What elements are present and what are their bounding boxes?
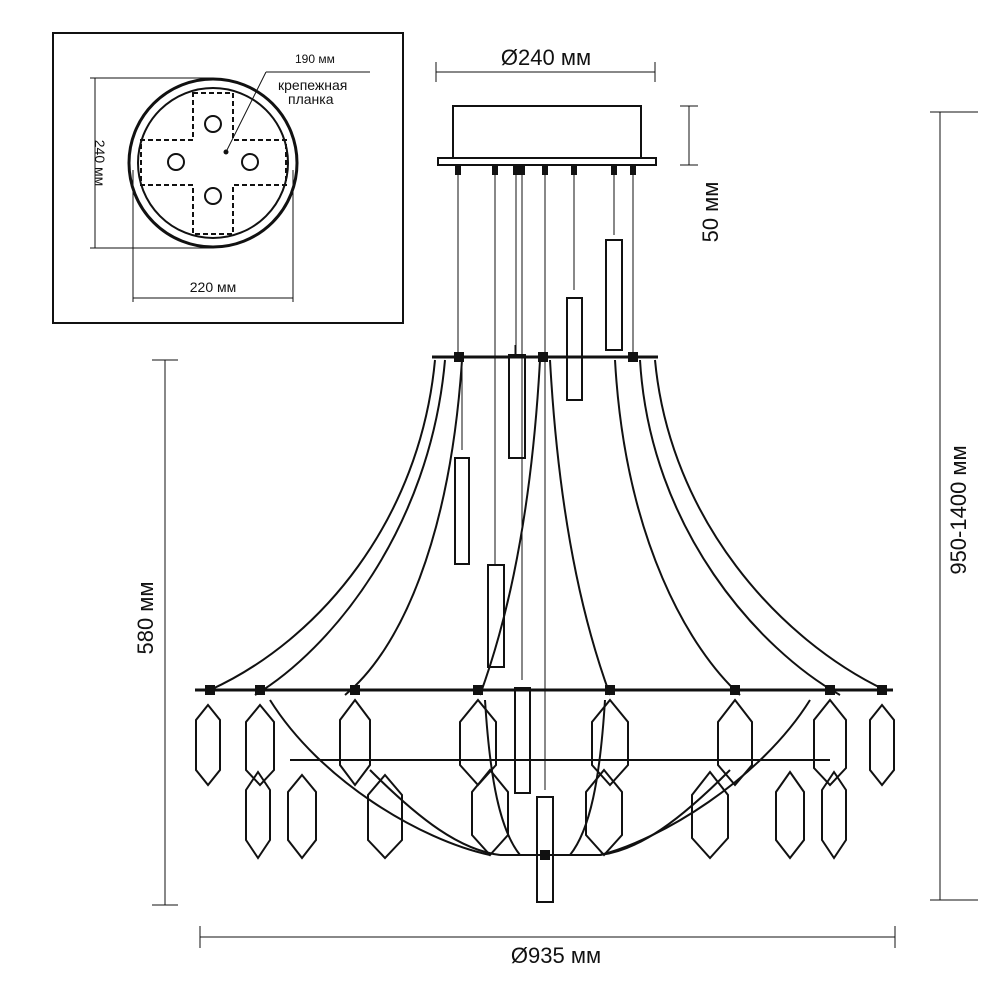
total-height-label: 950-1400 мм [946,445,971,574]
canopy-plate [437,157,657,166]
top-diameter-label: Ø240 мм [501,45,591,70]
suspension-cables [457,165,634,790]
canopy-top-view-inset: 190 мм крепежная планка 240 мм 220 мм [52,32,404,324]
lower-frame [269,699,830,856]
canopy-outer-circle [127,77,299,249]
ring-joints [205,352,887,860]
mount-label-line2: планка [288,91,334,107]
frame-arms [209,359,886,696]
mount-hole-top [204,115,222,133]
bottom-diameter-label: Ø935 мм [511,943,601,968]
canopy-height-label: 50 мм [698,182,723,243]
main-dimensions: Ø240 мм 50 мм 950-1400 мм 580 мм Ø935 мм [133,45,978,968]
mount-hole-right [241,153,259,171]
mount-label-line1: крепежная [278,77,347,93]
inset-height-label: 240 мм [92,140,108,187]
crystals-upper-row [195,698,895,787]
mount-width-label: 190 мм [295,52,335,66]
mounting-plate-cross [140,92,287,235]
chandelier-side-view [195,105,895,903]
mount-hole-bottom [204,187,222,205]
leader-line [225,71,267,153]
crystals-lower-row [245,768,847,860]
mount-hole-left [167,153,185,171]
canopy-inner-circle [137,87,289,239]
inset-frame [52,32,404,324]
body-height-label: 580 мм [133,581,158,654]
inset-width-label: 220 мм [190,279,237,295]
led-tubes [454,239,623,903]
canopy-body [452,105,642,159]
cable-connectors [455,165,636,175]
